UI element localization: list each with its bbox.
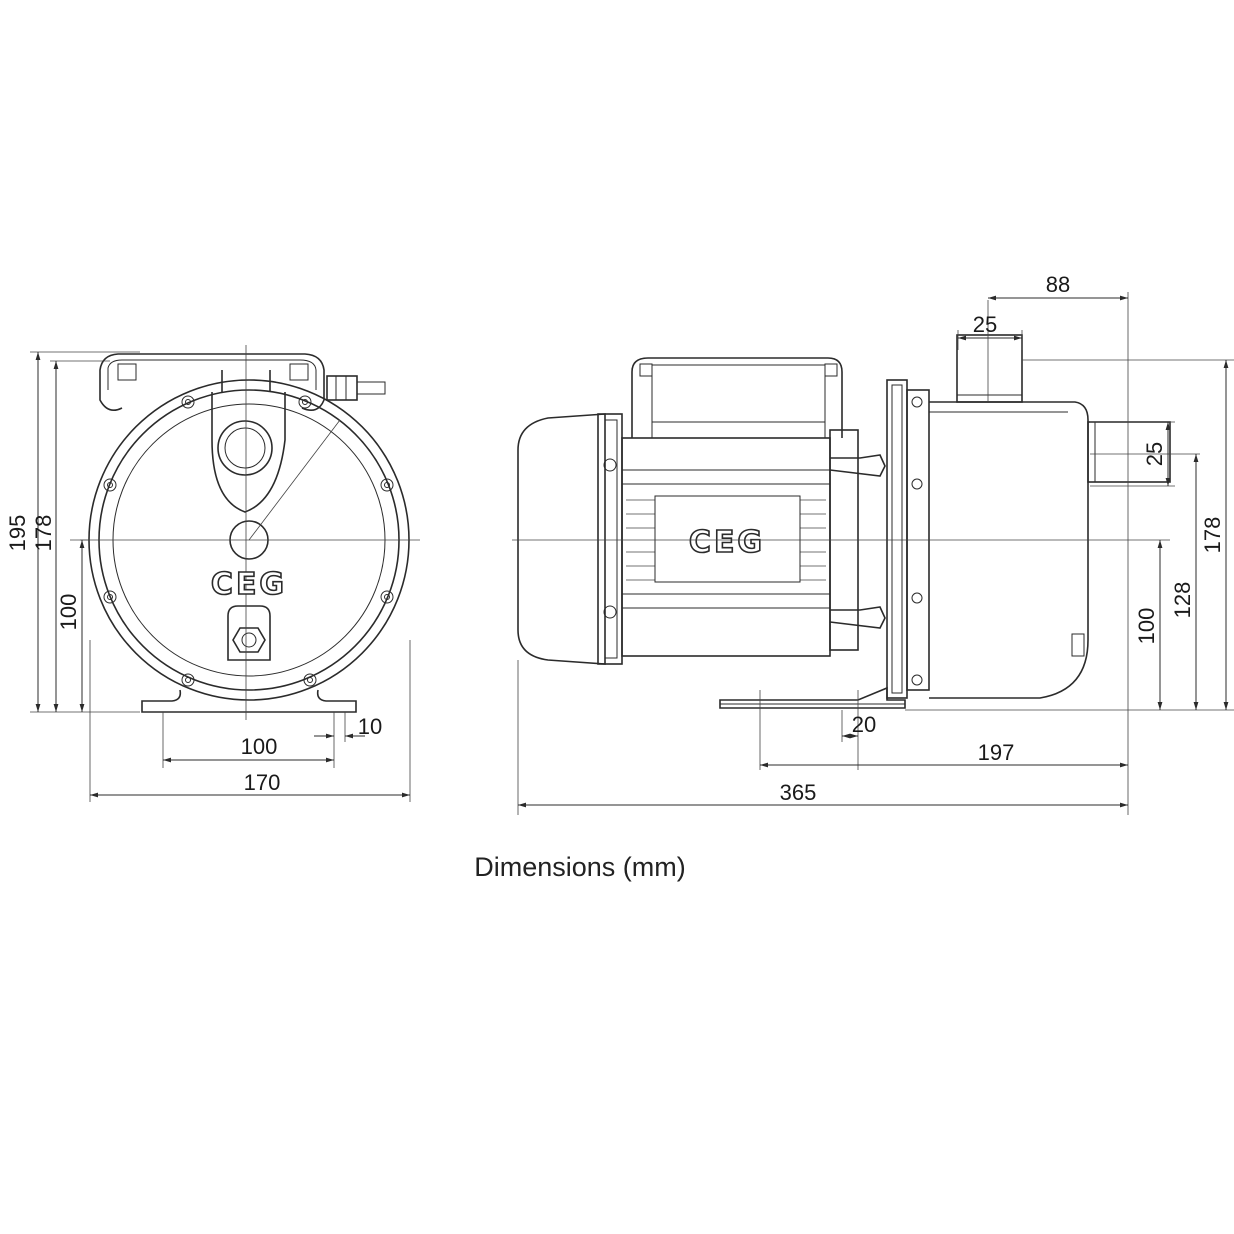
drawing-caption: Dimensions (mm) <box>474 852 686 882</box>
side-logo: CEG <box>689 525 765 560</box>
side-view: CEG <box>512 272 1234 815</box>
motor-fins <box>626 499 826 581</box>
dim-side-total-length: 365 <box>780 780 817 805</box>
dim-front-base-width: 170 <box>244 770 281 795</box>
dim-front-body-height: 178 <box>31 515 56 552</box>
dim-side-outlet-offset: 88 <box>1046 272 1070 297</box>
dim-side-inlet-diameter: 25 <box>1142 442 1167 466</box>
dim-side-foot-gap: 20 <box>852 712 876 737</box>
dim-front-overall-height: 195 <box>5 515 30 552</box>
dim-side-foot-to-end: 197 <box>978 740 1015 765</box>
dim-side-body-height: 178 <box>1200 517 1225 554</box>
front-logo: CEG <box>211 567 287 602</box>
dim-front-shaft-height: 100 <box>56 594 81 631</box>
front-bolts <box>103 395 394 687</box>
dim-side-inlet-height: 128 <box>1170 582 1195 619</box>
dim-front-base-edge: 10 <box>358 714 382 739</box>
dim-front-base-holes: 100 <box>241 734 278 759</box>
front-view: CEG 195 178 100 100 170 10 <box>5 345 420 802</box>
flange-bolts <box>911 396 923 686</box>
dim-side-outlet-diameter: 25 <box>973 312 997 337</box>
dim-side-shaft-height: 100 <box>1134 608 1159 645</box>
